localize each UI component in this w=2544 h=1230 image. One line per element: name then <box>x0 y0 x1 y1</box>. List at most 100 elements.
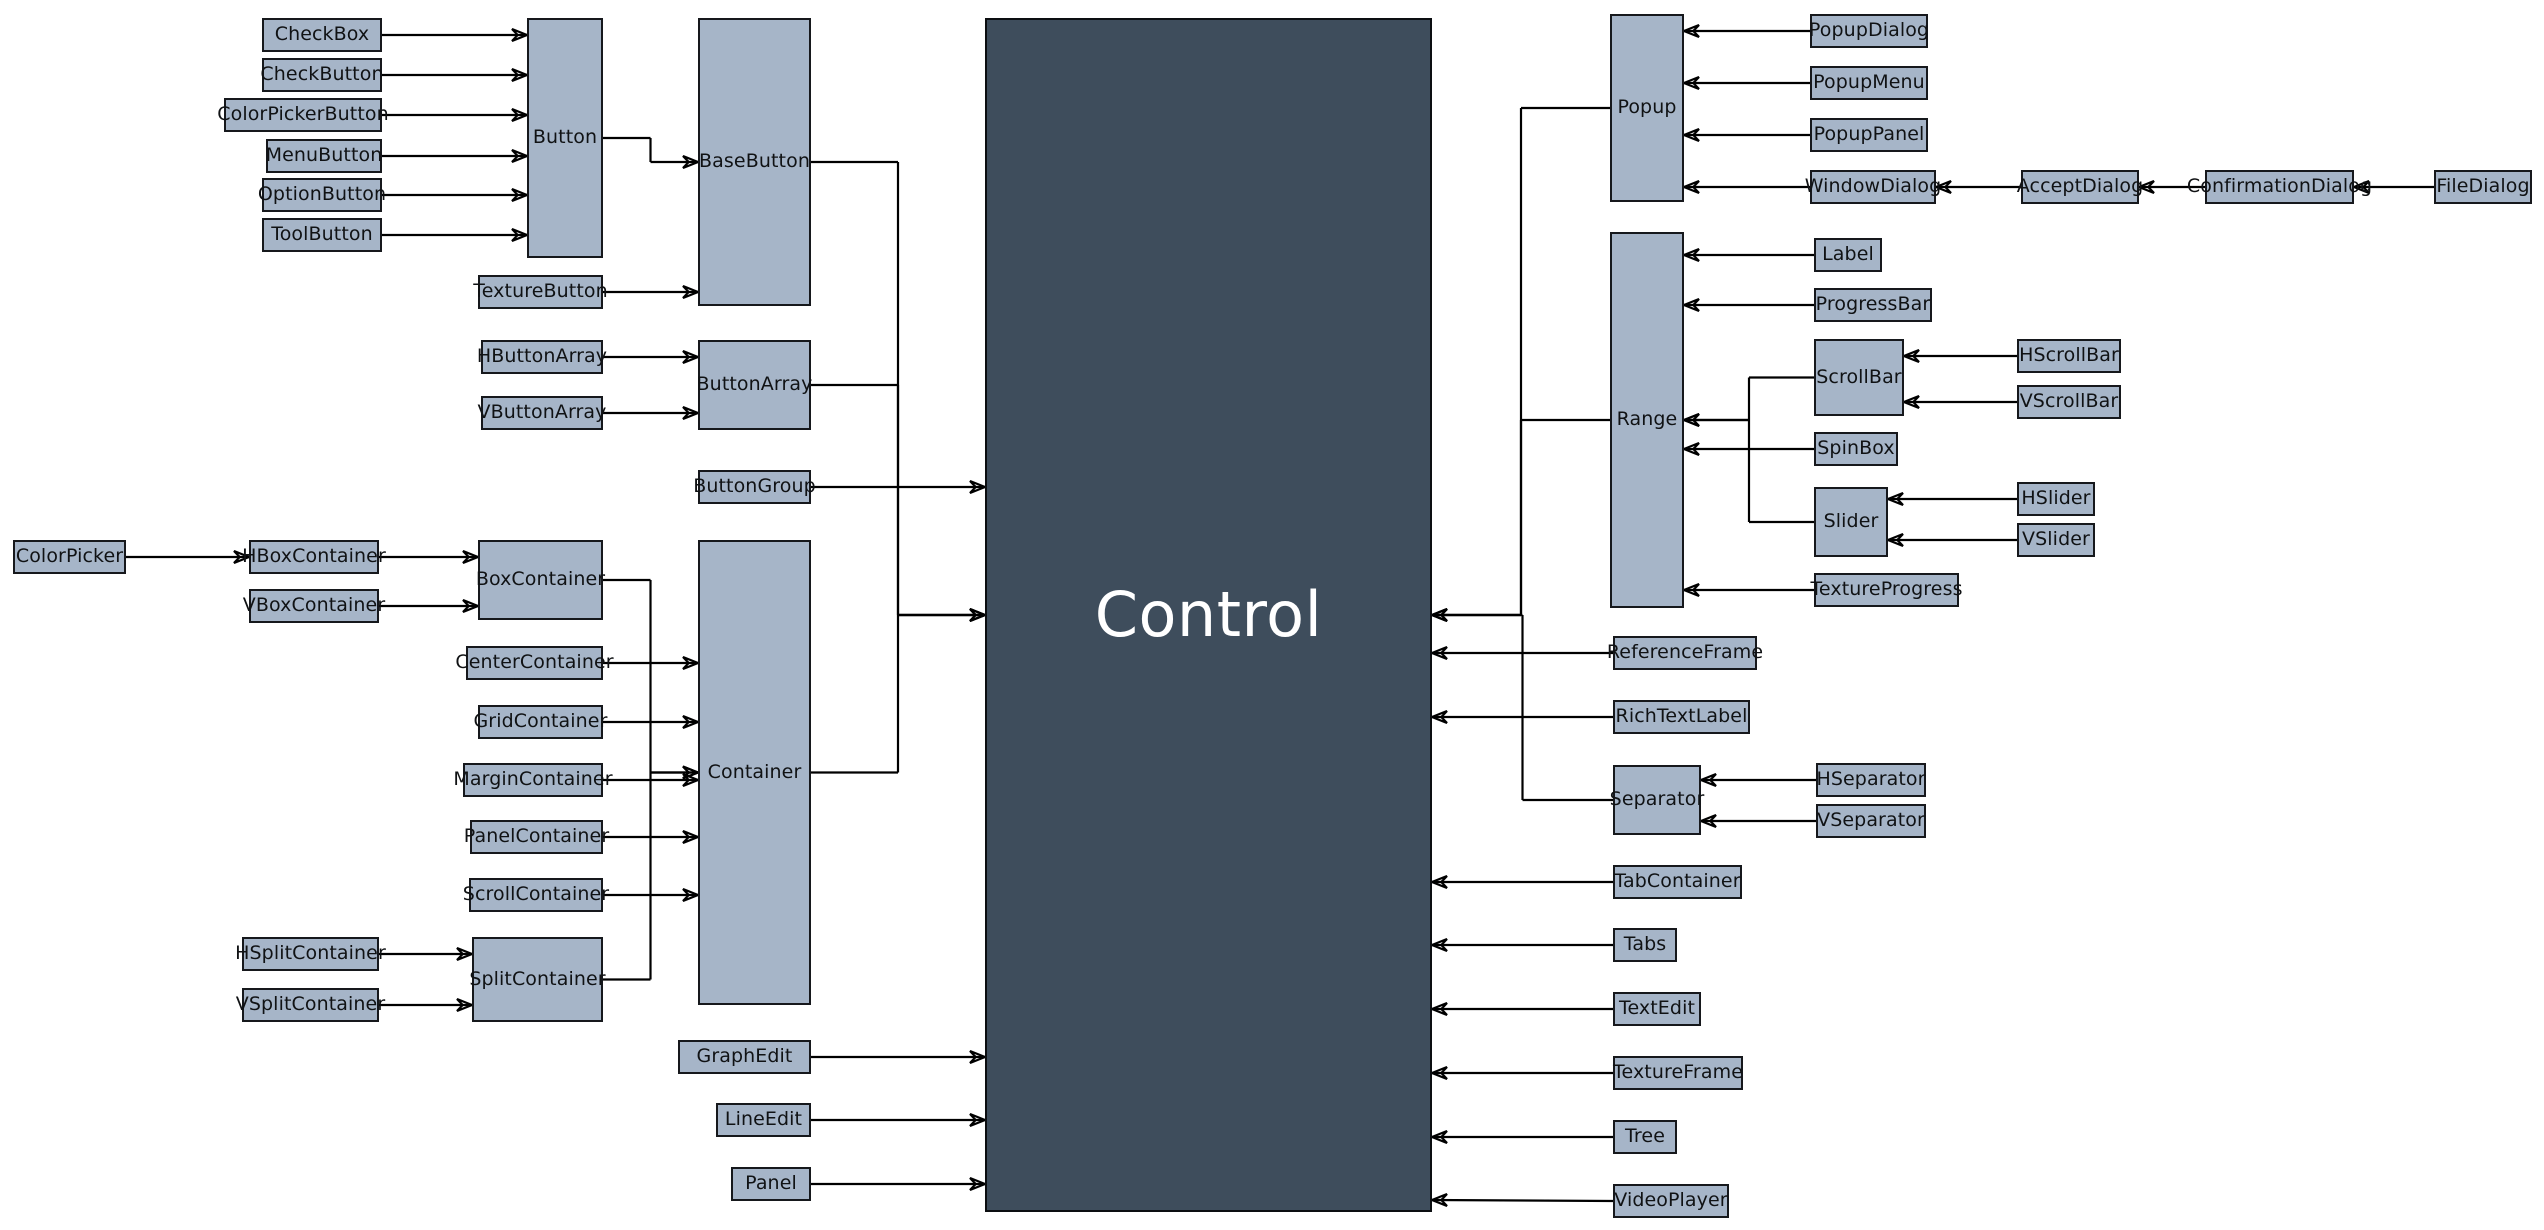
edge-arrowhead <box>682 887 701 903</box>
class-node-spinbox[interactable]: SpinBox <box>1814 432 1898 466</box>
class-node-label: TextureProgress <box>1810 578 1963 601</box>
edge-arrowhead <box>969 607 988 623</box>
edge-arrowhead <box>511 107 530 123</box>
class-node-label: Slider <box>1823 510 1879 533</box>
class-node-tabcontainer[interactable]: TabContainer <box>1613 865 1742 899</box>
class-node-optionbutton[interactable]: OptionButton <box>258 178 386 212</box>
class-node-confirmationdialog[interactable]: ConfirmationDialog <box>2187 170 2372 204</box>
class-node-label: CheckButton <box>260 63 384 86</box>
edge-arrowhead <box>1681 247 1700 263</box>
class-node-splitcontainer[interactable]: SplitContainer <box>469 937 606 1022</box>
class-node-label: ReferenceFrame <box>1606 641 1764 664</box>
class-node-centercontainer[interactable]: CenterContainer <box>455 646 614 680</box>
class-node-referenceframe[interactable]: ReferenceFrame <box>1607 636 1763 670</box>
class-node-tabs[interactable]: Tabs <box>1613 928 1677 962</box>
class-node-label: MarginContainer <box>453 768 613 791</box>
class-node-popup[interactable]: Popup <box>1610 14 1684 202</box>
class-node-label: TextureFrame <box>1613 1061 1743 1084</box>
class-node-menubutton[interactable]: MenuButton <box>266 139 382 173</box>
class-node-buttongroup[interactable]: ButtonGroup <box>693 470 816 504</box>
class-node-checkbox[interactable]: CheckBox <box>262 18 382 52</box>
class-node-hsplitcontainer[interactable]: HSplitContainer <box>235 937 386 971</box>
edge-arrowhead <box>969 1049 988 1065</box>
edge-arrowhead <box>1681 412 1700 428</box>
class-node-label: HButtonArray <box>476 345 608 368</box>
class-node-toolbutton[interactable]: ToolButton <box>262 218 382 252</box>
class-node-label: PopupDialog <box>1808 19 1930 42</box>
edge-arrowhead <box>511 27 530 43</box>
class-node-label: Tabs <box>1623 933 1667 956</box>
class-node-vseparator[interactable]: VSeparator <box>1816 804 1926 838</box>
edge-arrowhead <box>1429 607 1448 623</box>
class-node-label: CenterContainer <box>455 651 614 674</box>
class-node-colorpicker[interactable]: ColorPicker <box>13 540 126 574</box>
edge-arrowhead <box>462 549 481 565</box>
class-node-label: PopupMenu <box>1813 71 1925 94</box>
edge-arrowhead <box>1681 582 1700 598</box>
class-node-acceptdialog[interactable]: AcceptDialog <box>2017 170 2143 204</box>
class-node-hslider[interactable]: HSlider <box>2017 482 2095 516</box>
class-node-boxcontainer[interactable]: BoxContainer <box>475 540 606 620</box>
class-node-videoplayer[interactable]: VideoPlayer <box>1613 1184 1729 1218</box>
class-node-vbuttonarray[interactable]: VButtonArray <box>478 396 606 430</box>
class-node-tree[interactable]: Tree <box>1613 1120 1677 1154</box>
class-node-label: SpinBox <box>1817 437 1895 460</box>
edge-arrowhead <box>1429 607 1448 623</box>
class-node-hseparator[interactable]: HSeparator <box>1816 763 1926 797</box>
class-node-label[interactable]: Label <box>1814 238 1882 272</box>
class-node-slider[interactable]: Slider <box>1814 487 1888 557</box>
class-node-vscrollbar[interactable]: VScrollBar <box>2017 385 2121 419</box>
class-node-hscrollbar[interactable]: HScrollBar <box>2017 339 2121 373</box>
class-node-colorpickerbutton[interactable]: ColorPickerButton <box>217 98 389 132</box>
class-node-hbuttonarray[interactable]: HButtonArray <box>477 340 607 374</box>
class-node-label: BoxContainer <box>475 568 606 591</box>
class-node-texturebutton[interactable]: TextureButton <box>473 275 608 309</box>
class-node-margincontainer[interactable]: MarginContainer <box>453 763 613 797</box>
class-node-label: VScrollBar <box>2019 390 2119 413</box>
class-node-vslider[interactable]: VSlider <box>2017 523 2095 557</box>
edge-arrowhead <box>969 1176 988 1192</box>
class-node-basebutton[interactable]: BaseButton <box>698 18 811 306</box>
class-node-label: Panel <box>745 1172 797 1195</box>
class-node-scrollbar[interactable]: ScrollBar <box>1814 339 1904 416</box>
class-node-vboxcontainer[interactable]: VBoxContainer <box>243 589 385 623</box>
class-node-panelcontainer[interactable]: PanelContainer <box>464 820 609 854</box>
class-node-separator[interactable]: Separator <box>1610 765 1704 835</box>
class-node-filedialog[interactable]: FileDialog <box>2434 170 2532 204</box>
edge-arrowhead <box>1429 1001 1448 1017</box>
class-node-gridcontainer[interactable]: GridContainer <box>473 705 607 739</box>
class-node-container[interactable]: Container <box>698 540 811 1005</box>
edge-arrowhead <box>1681 412 1700 428</box>
class-node-lineedit[interactable]: LineEdit <box>716 1103 811 1137</box>
edge-line <box>1431 1198 1614 1203</box>
class-node-checkbutton[interactable]: CheckButton <box>260 58 384 92</box>
edge-arrowhead <box>1429 874 1448 890</box>
class-node-richtextlabel[interactable]: RichTextLabel <box>1613 700 1750 734</box>
class-node-vsplitcontainer[interactable]: VSplitContainer <box>236 988 385 1022</box>
class-node-textureprogress[interactable]: TextureProgress <box>1810 573 1962 607</box>
class-node-scrollcontainer[interactable]: ScrollContainer <box>463 878 609 912</box>
class-node-label: VSlider <box>2022 528 2090 551</box>
class-node-label: GridContainer <box>473 710 608 733</box>
class-node-range[interactable]: Range <box>1610 232 1684 608</box>
class-node-label: TextureButton <box>473 280 608 303</box>
class-node-textedit[interactable]: TextEdit <box>1613 992 1701 1026</box>
class-node-panel[interactable]: Panel <box>731 1167 811 1201</box>
class-node-hboxcontainer[interactable]: HBoxContainer <box>242 540 386 574</box>
edge-arrowhead <box>511 187 530 203</box>
class-node-label: ToolButton <box>271 223 373 246</box>
class-node-windowdialog[interactable]: WindowDialog <box>1805 170 1941 204</box>
class-node-progressbar[interactable]: ProgressBar <box>1814 288 1932 322</box>
class-node-popuppanel[interactable]: PopupPanel <box>1810 118 1928 152</box>
class-node-button[interactable]: Button <box>527 18 603 258</box>
edge-arrowhead <box>1901 348 1920 364</box>
class-node-popupmenu[interactable]: PopupMenu <box>1810 66 1928 100</box>
class-node-popupdialog[interactable]: PopupDialog <box>1808 14 1930 48</box>
class-node-label: RichTextLabel <box>1615 705 1748 728</box>
root-class-node-root[interactable]: Control <box>985 18 1432 1212</box>
class-node-buttonarray[interactable]: ButtonArray <box>697 340 812 430</box>
class-node-textureframe[interactable]: TextureFrame <box>1613 1056 1743 1090</box>
class-node-label: MenuButton <box>265 144 383 167</box>
class-node-graphedit[interactable]: GraphEdit <box>678 1040 811 1074</box>
